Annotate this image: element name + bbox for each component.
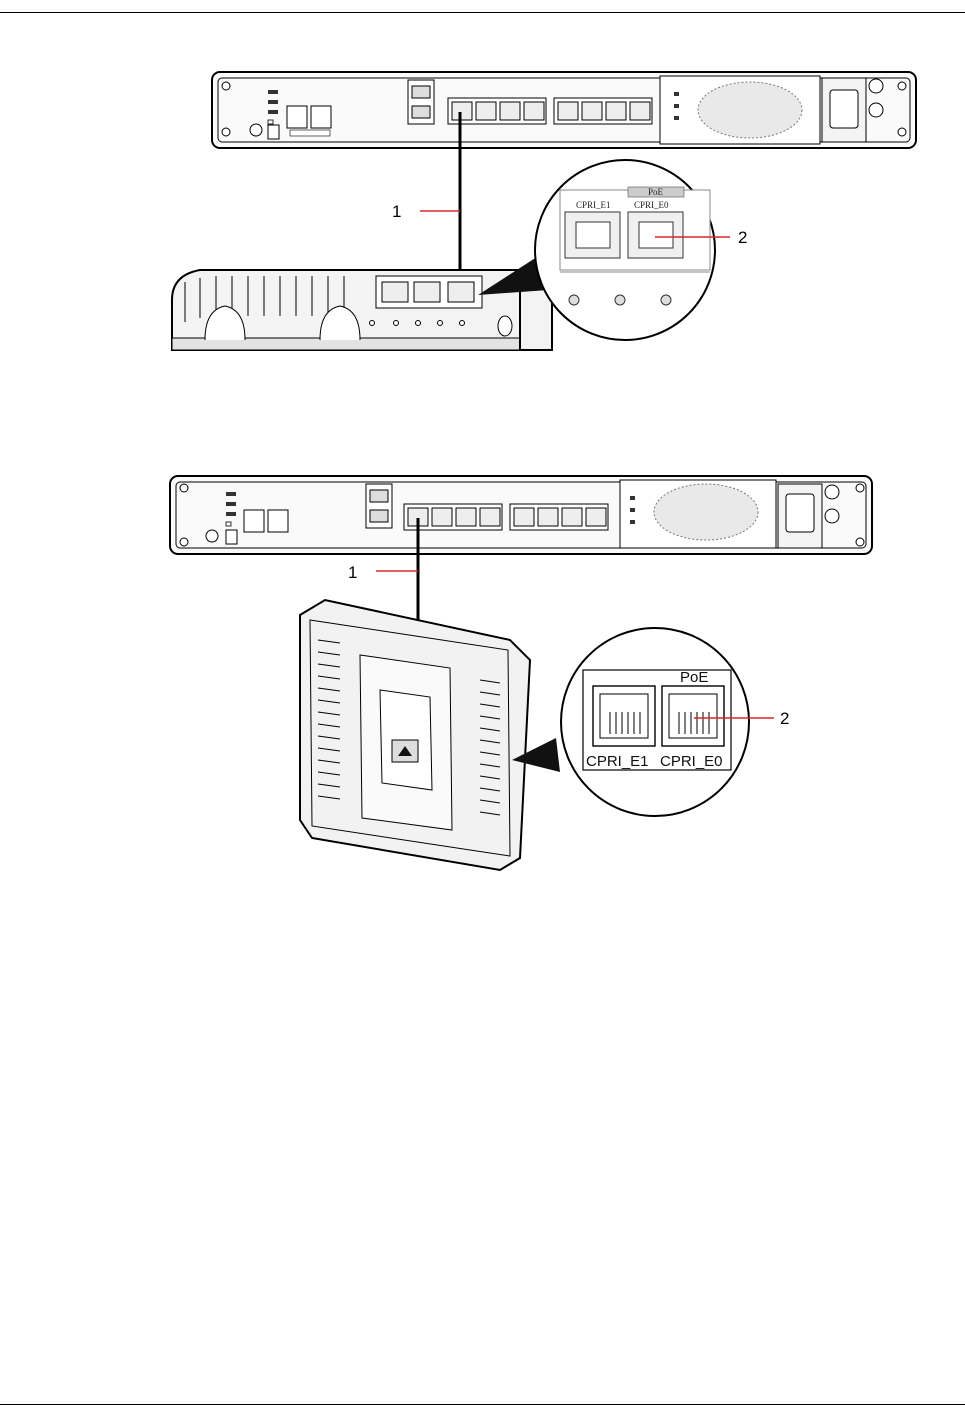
- top-cable-callout: 1: [392, 202, 401, 221]
- bottom-port-callout: 2: [780, 709, 789, 728]
- top-switch-chassis: [212, 72, 916, 148]
- bottom-cable-callout: 1: [348, 563, 357, 582]
- bottom-port-e1-label: CPRI_E1: [586, 753, 649, 770]
- top-port-e0-label: CPRI_E0: [634, 200, 669, 210]
- bottom-ap-device: [300, 600, 530, 870]
- bottom-poe-label: PoE: [680, 669, 708, 686]
- top-poe-label: PoE: [648, 187, 664, 197]
- top-ap-device: [172, 270, 552, 350]
- top-port-callout: 2: [738, 228, 747, 247]
- bottom-zoom-detail: CPRI_E1 CPRI_E0 PoE: [561, 628, 749, 816]
- top-port-e1-label: CPRI_E1: [576, 200, 611, 210]
- bottom-port-e0-label: CPRI_E0: [660, 753, 723, 770]
- bottom-switch-chassis: [170, 476, 872, 554]
- top-zoom-detail: CPRI_E1 CPRI_E0 PoE: [535, 160, 715, 340]
